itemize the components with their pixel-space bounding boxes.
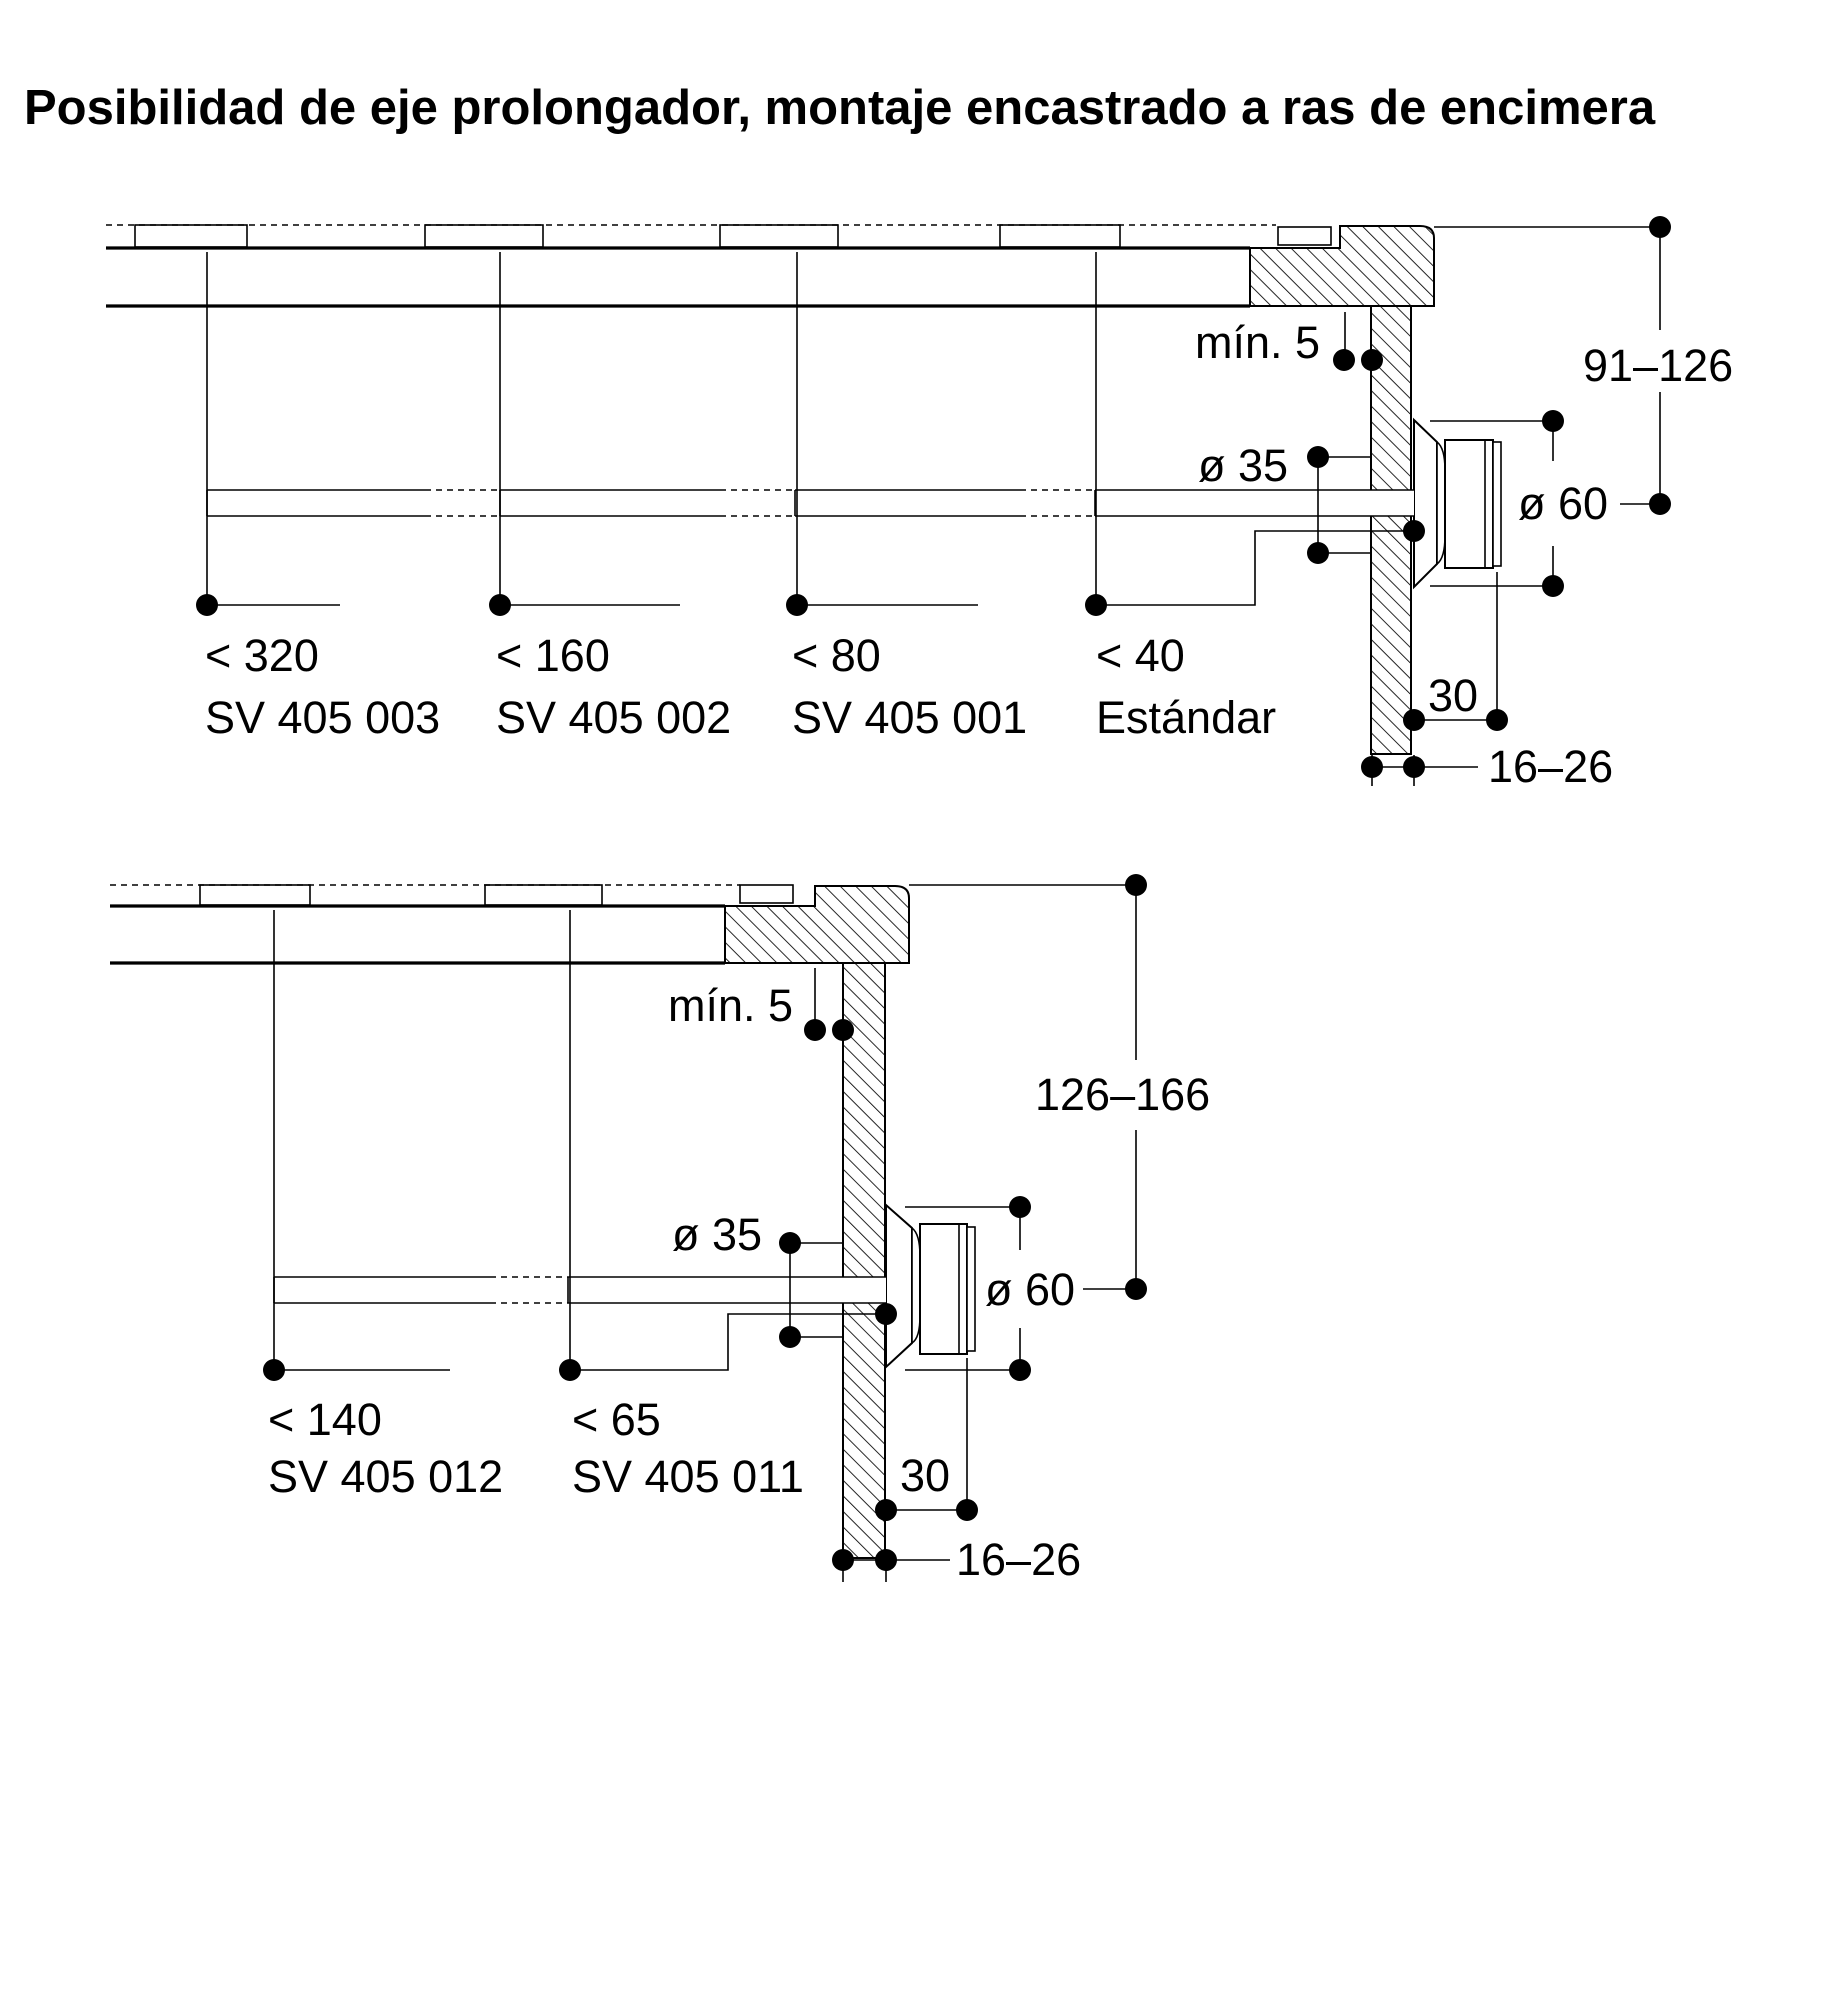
height-dimension bbox=[1434, 216, 1671, 515]
control-knob bbox=[885, 1202, 976, 1370]
extension-model-label: SV 405 011 bbox=[572, 1451, 804, 1502]
worktop-section bbox=[724, 885, 910, 964]
control-knob bbox=[1413, 417, 1502, 590]
extension-length-label: < 65 bbox=[572, 1394, 661, 1445]
extension-dimensions bbox=[263, 910, 886, 1381]
shaft-diameter-dimension bbox=[1307, 446, 1425, 564]
knob-depth-label: 30 bbox=[1428, 670, 1478, 721]
knob-depth-label: 30 bbox=[900, 1450, 950, 1501]
height-range-label: 91–126 bbox=[1583, 340, 1733, 391]
panel-thickness-label: 16–26 bbox=[1488, 741, 1613, 792]
knob-diameter-dimension bbox=[905, 1196, 1136, 1381]
knob-depth-dimension bbox=[1403, 572, 1508, 731]
extension-length-label: < 160 bbox=[496, 630, 610, 681]
extension-model-label: SV 405 001 bbox=[792, 692, 1027, 743]
panel-thickness-dimension bbox=[1361, 755, 1478, 786]
extension-length-label: < 140 bbox=[268, 1394, 382, 1445]
page-title: Posibilidad de eje prolongador, montaje … bbox=[24, 81, 1656, 135]
extension-shaft bbox=[206, 489, 1414, 517]
knob-diameter-dimension bbox=[1430, 410, 1660, 597]
shaft-diameter-label: ø 35 bbox=[1198, 440, 1288, 491]
worktop-section bbox=[1249, 225, 1435, 307]
knob-diameter-label: ø 60 bbox=[1518, 478, 1608, 529]
extension-model-label: SV 405 002 bbox=[496, 692, 731, 743]
shaft-diameter-dimension bbox=[779, 1232, 897, 1348]
extension-length-label: < 40 bbox=[1096, 630, 1185, 681]
panel-thickness-label: 16–26 bbox=[956, 1534, 1081, 1585]
extension-model-label: SV 405 003 bbox=[205, 692, 440, 743]
extension-model-label: SV 405 012 bbox=[268, 1451, 503, 1502]
panel-thickness-dimension bbox=[832, 1549, 950, 1582]
diagram-bottom: mín. 5 126–166 ø 35 ø 60 30 16–26 < 140 … bbox=[110, 874, 1210, 1585]
extension-length-label: < 80 bbox=[792, 630, 881, 681]
min-gap-dimension bbox=[1333, 312, 1383, 371]
knob-depth-dimension bbox=[875, 1358, 978, 1521]
front-panel-section bbox=[842, 962, 886, 1559]
height-range-label: 126–166 bbox=[1035, 1069, 1210, 1120]
shaft-diameter-label: ø 35 bbox=[672, 1209, 762, 1260]
cooktop-zones bbox=[134, 224, 1332, 248]
diagram-top: mín. 5 91–126 ø 35 ø 60 30 16–26 < 320 S… bbox=[106, 216, 1733, 792]
knob-diameter-label: ø 60 bbox=[985, 1264, 1075, 1315]
extension-dimensions bbox=[196, 252, 1414, 616]
min-gap-dimension bbox=[804, 968, 854, 1041]
height-dimension bbox=[909, 874, 1147, 1300]
extension-length-label: < 320 bbox=[205, 630, 319, 681]
min-gap-label: mín. 5 bbox=[668, 980, 793, 1031]
extension-model-label: Estándar bbox=[1096, 692, 1276, 743]
extension-shaft bbox=[273, 1276, 886, 1304]
cooktop-zones bbox=[199, 884, 794, 906]
min-gap-label: mín. 5 bbox=[1195, 317, 1320, 368]
